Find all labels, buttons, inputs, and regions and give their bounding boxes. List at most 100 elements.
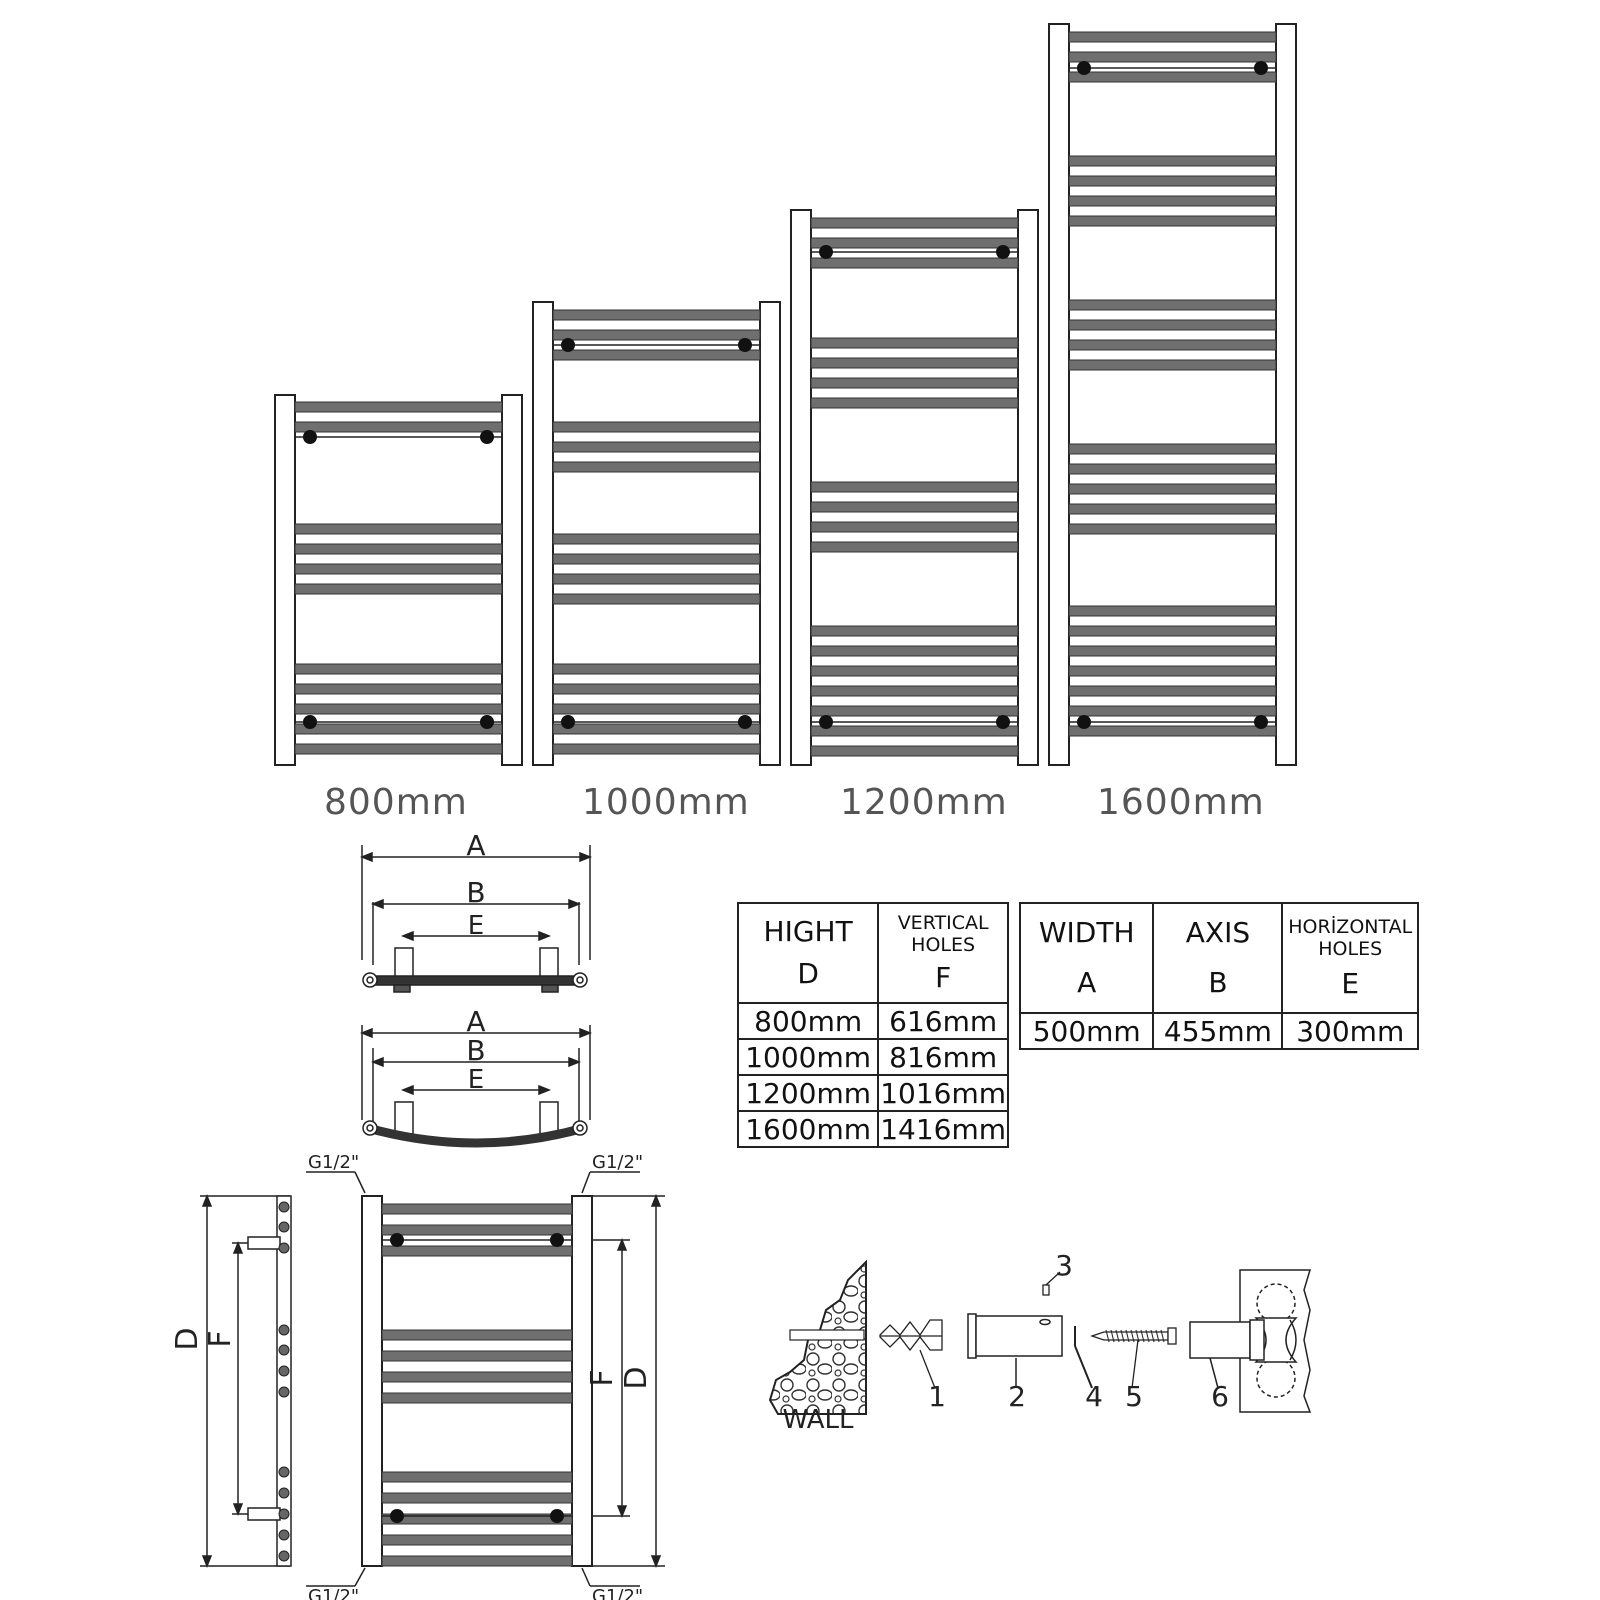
size-label-800: 800mm: [324, 782, 468, 823]
front-left-rail: [361, 1195, 383, 1567]
side-dim-d: D: [170, 1327, 205, 1350]
radiator-left-rail: [274, 394, 296, 766]
radiator-bar: [810, 625, 1019, 637]
wall-plug-part: [879, 1319, 943, 1389]
radiator-bar: [552, 309, 761, 321]
part-3-label: 3: [1055, 1249, 1073, 1282]
radiator-bar: [1068, 51, 1277, 63]
size-label-1000: 1000mm: [582, 782, 750, 823]
thread-tick: [1145, 1329, 1150, 1343]
wood-screw-part: [1089, 1327, 1177, 1389]
side-bar-end: [278, 1221, 290, 1233]
radiator-bar: [810, 501, 1019, 513]
mounting-hole: [1077, 715, 1091, 729]
radiator-bar: [810, 745, 1019, 757]
radiator-bar: [294, 421, 503, 433]
radiator-right-rail: [1017, 209, 1039, 766]
thread-tick: [1115, 1329, 1120, 1343]
radiator-bar: [1068, 155, 1277, 167]
width-col-header: WIDTH A: [1018, 902, 1155, 1014]
vertical-holes-col-header: VERTICAL HOLES F: [877, 902, 1009, 1004]
radiator-right-rail: [501, 394, 523, 766]
thread-tick: [1155, 1329, 1160, 1343]
curved-dim-a: A: [466, 1005, 485, 1038]
height-col-header: HIGHT D: [736, 902, 880, 1004]
wall-section: [768, 1259, 867, 1415]
radiator-bar: [294, 401, 503, 413]
mounting-hole: [303, 430, 317, 444]
radiator-bar: [552, 573, 761, 585]
radiator-bar: [1068, 483, 1277, 495]
radiator-bar: [1068, 625, 1277, 637]
radiator-bar: [1068, 725, 1277, 737]
axis-col-header: AXIS B: [1152, 902, 1284, 1014]
front-view: [306, 1171, 665, 1587]
radiator-left-rail: [1048, 23, 1070, 766]
radiator-bar: [552, 683, 761, 695]
radiator-bar: [1068, 685, 1277, 697]
front-bar: [381, 1245, 573, 1257]
radiator-bar: [552, 663, 761, 675]
thread-tick: [1105, 1329, 1110, 1343]
radiator-bar: [294, 743, 503, 755]
mounting-hole: [1254, 61, 1268, 75]
front-bar: [381, 1492, 573, 1504]
side-bar-end: [278, 1466, 290, 1478]
radiator-bar: [552, 723, 761, 735]
mounting-hole: [480, 715, 494, 729]
radiator-bar: [552, 329, 761, 341]
radiator-left-rail: [790, 209, 812, 766]
radiator-bar: [552, 461, 761, 473]
size-label-1200: 1200mm: [840, 782, 1008, 823]
side-view: [200, 1193, 292, 1569]
front-bar: [381, 1350, 573, 1362]
side-bar-end: [278, 1324, 290, 1336]
top-dim-a: A: [466, 829, 485, 862]
table-row: 1600mm 1416mm: [736, 1110, 1009, 1148]
front-bar: [381, 1555, 573, 1567]
side-bar-end: [278, 1365, 290, 1377]
mounting-hole: [996, 715, 1010, 729]
radiator-bar: [1068, 503, 1277, 515]
front-bar: [381, 1392, 573, 1404]
mounting-hole: [819, 245, 833, 259]
radiator-bar: [810, 645, 1019, 657]
front-bar: [381, 1224, 573, 1236]
height-table: HIGHT D VERTICAL HOLES F 800mm 616mm 100…: [736, 902, 1009, 1148]
front-bar: [381, 1471, 573, 1483]
front-bar: [381, 1513, 573, 1525]
thread-bottom-left: G1/2": [308, 1586, 359, 1600]
radiator-bar: [294, 703, 503, 715]
thread-tick: [1125, 1329, 1130, 1343]
table-row: 1200mm 1016mm: [736, 1074, 1009, 1112]
radiator-bar: [810, 237, 1019, 249]
front-mounting-hole: [550, 1509, 564, 1523]
radiator-bar: [810, 377, 1019, 389]
top-view-flat: [359, 845, 593, 993]
radiator-bar: [810, 665, 1019, 677]
radiator-bar: [1068, 665, 1277, 677]
radiator-bar: [552, 593, 761, 605]
radiator-bar: [1068, 195, 1277, 207]
curved-dim-b: B: [466, 1034, 485, 1067]
top-dim-b: B: [466, 876, 485, 909]
thread-tick: [1140, 1329, 1145, 1343]
top-view-curved: [359, 1025, 593, 1148]
radiator-bar: [294, 723, 503, 735]
mounting-hole: [1077, 61, 1091, 75]
radiator-bar: [1068, 359, 1277, 371]
radiator-bar: [810, 257, 1019, 269]
radiator-bar: [1068, 319, 1277, 331]
mounting-hole: [480, 430, 494, 444]
front-view-radiator: [361, 1195, 593, 1567]
radiator-bar: [552, 533, 761, 545]
radiator-bar: [1068, 339, 1277, 351]
radiator-bar: [810, 705, 1019, 717]
side-bar-end: [278, 1487, 290, 1499]
radiator-size-group: [274, 23, 1297, 766]
radiator-bar: [1068, 299, 1277, 311]
front-dim-d: D: [619, 1366, 654, 1389]
table-row: 800mm 616mm: [736, 1002, 1009, 1040]
width-table: WIDTH A AXIS B HORİZONTAL HOLES E 500mm …: [1018, 902, 1419, 1050]
